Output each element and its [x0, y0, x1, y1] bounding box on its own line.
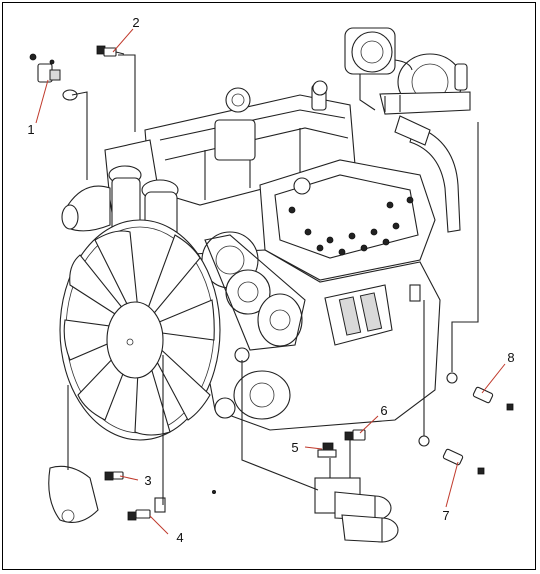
stray-dot — [211, 489, 216, 494]
callout-8: 8 — [507, 350, 514, 365]
callout-labels: 1 2 3 4 5 6 7 8 — [27, 15, 514, 545]
engine-illustration — [59, 27, 471, 441]
sensor-part-4 — [127, 497, 166, 521]
turbocharger — [344, 27, 471, 115]
sensor-part-1 — [29, 53, 78, 101]
cooling-fan — [59, 219, 221, 441]
callout-5: 5 — [291, 440, 298, 455]
part-connector-lines — [67, 54, 479, 505]
callout-1: 1 — [27, 122, 34, 137]
fuel-filter-assembly — [314, 440, 399, 543]
sensor-part-5 — [317, 442, 337, 458]
callout-leaders — [35, 28, 506, 535]
callout-6: 6 — [380, 403, 387, 418]
ecu-module — [324, 284, 421, 346]
callout-7: 7 — [442, 508, 449, 523]
cylinder-heads — [259, 159, 436, 281]
sensor-part-6 — [344, 429, 366, 441]
coolant-pipe — [409, 125, 461, 233]
sensor-part-8 — [446, 372, 514, 411]
callout-2: 2 — [132, 15, 139, 30]
callout-3: 3 — [144, 473, 151, 488]
sensor-part-3 — [48, 465, 124, 523]
sensor-part-7 — [418, 435, 485, 475]
sensor-part-2 — [96, 45, 125, 57]
belt-drive — [201, 231, 306, 420]
callout-4: 4 — [176, 530, 183, 545]
